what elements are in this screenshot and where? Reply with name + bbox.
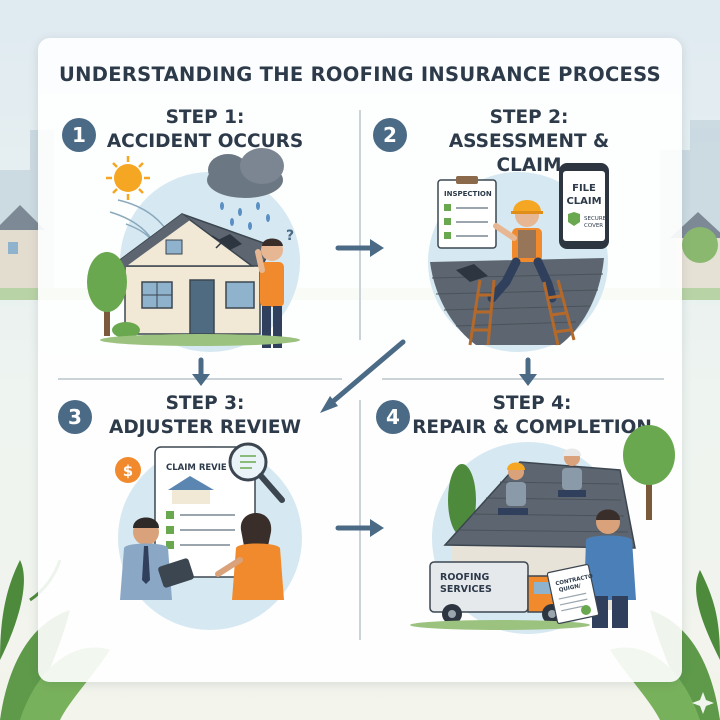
step-2-number-badge: 2 xyxy=(373,118,407,152)
check-icons xyxy=(444,204,451,239)
contract-line-2: QUIGN/ xyxy=(558,583,582,594)
arrow-step2-down xyxy=(519,357,537,386)
roof-damage xyxy=(456,264,488,282)
file-claim-line-1: FILE xyxy=(572,183,596,194)
claim-review-document: CLAIM REVIE xyxy=(154,446,256,578)
arrow-step1-down xyxy=(192,357,210,386)
step-2-name: ASSESSMENT & CLAIM xyxy=(448,131,610,176)
roofing-services-truck: ROOFING SERVICES xyxy=(410,561,590,630)
step-2-label: STEP 2: xyxy=(489,107,569,128)
secure-line-1: SECURE xyxy=(584,216,607,222)
step-3-heading: STEP 3: ADJUSTER REVIEW xyxy=(95,392,315,440)
vertical-divider-top xyxy=(359,110,361,340)
inspection-label: INSPECTION xyxy=(444,190,492,198)
ladder-right xyxy=(542,279,576,346)
file-claim-phone: FILE CLAIM SECURE COVER xyxy=(559,163,609,249)
step-2-heading: STEP 2: ASSESSMENT & CLAIM xyxy=(414,106,644,178)
step-3-illustration: $ CLAIM REVIE xyxy=(115,442,302,630)
sun-icon xyxy=(106,156,150,200)
shield-icon xyxy=(568,212,580,226)
step-4-heading: STEP 4: REPAIR & COMPLETION xyxy=(412,392,652,440)
step-1-heading: STEP 1: ACCIDENT OCCURS xyxy=(95,106,315,154)
step-2-illustration: INSPECTION xyxy=(428,163,609,352)
magnifying-glass-icon xyxy=(228,442,285,503)
step-4-name: REPAIR & COMPLETION xyxy=(412,417,652,438)
step-3-label: STEP 3: xyxy=(165,393,245,414)
sparkle-icon xyxy=(692,692,714,714)
bg-house-left xyxy=(0,205,45,288)
roof-inspector xyxy=(487,200,557,303)
contract-document: CONTRACTO QUIGN/ xyxy=(546,563,600,625)
claim-review-title: CLAIM REVIE xyxy=(166,463,227,473)
damaged-house xyxy=(109,213,274,335)
check-icons xyxy=(166,511,174,549)
step-1-number-badge: 1 xyxy=(62,118,96,152)
vertical-divider-bottom xyxy=(359,400,361,640)
ladder-left xyxy=(468,279,496,346)
truck-text-line-2: SERVICES xyxy=(440,584,492,595)
step-4-illustration: ROOFING SERVICES CONTRACTO QUIGN/ xyxy=(410,425,675,634)
svg-text:$: $ xyxy=(123,462,133,480)
worried-homeowner: ? xyxy=(255,228,294,348)
flow-arrows xyxy=(192,239,537,537)
truck-text-line-1: ROOFING xyxy=(440,572,489,583)
step-3-name: ADJUSTER REVIEW xyxy=(109,417,301,438)
step-1-name: ACCIDENT OCCURS xyxy=(106,131,304,152)
insurance-adjuster xyxy=(120,517,194,600)
step-3-number-badge: 3 xyxy=(58,400,92,434)
inspection-clipboard: INSPECTION xyxy=(437,176,497,249)
file-claim-line-2: CLAIM xyxy=(566,196,601,207)
arrow-step2-to-step3 xyxy=(320,339,406,413)
storm-cloud-icon xyxy=(207,148,284,230)
secure-line-2: COVER xyxy=(584,223,603,229)
roofer-2 xyxy=(558,448,586,497)
step-1-label: STEP 1: xyxy=(165,107,245,128)
roofer-1 xyxy=(498,462,528,515)
page-title: UNDERSTANDING THE ROOFING INSURANCE PROC… xyxy=(59,63,661,86)
tree-icon xyxy=(87,252,140,338)
dollar-icon: $ xyxy=(115,457,141,483)
step-4-number-badge: 4 xyxy=(376,400,410,434)
svg-text:?: ? xyxy=(286,228,294,244)
step-4-label: STEP 4: xyxy=(492,393,572,414)
tree-icon xyxy=(448,425,675,536)
arrow-step1-to-step2 xyxy=(335,239,384,257)
homeowner-woman xyxy=(215,513,284,600)
step-1-illustration: ? xyxy=(87,148,300,352)
arrow-step3-to-step4 xyxy=(335,519,384,537)
